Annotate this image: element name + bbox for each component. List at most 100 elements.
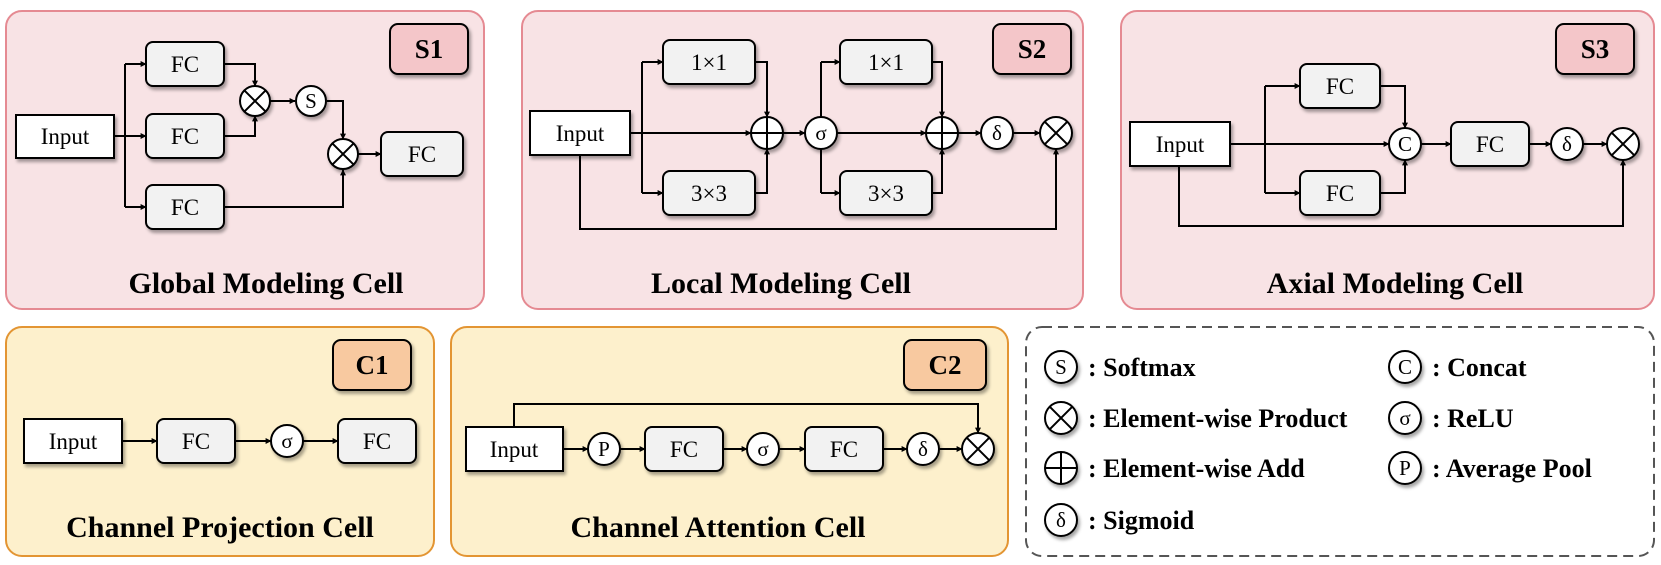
s3-edge-fctop-concat: [1380, 85, 1408, 129]
s2-conv1b-label: 1×1: [868, 50, 904, 75]
s1-product1-op: [239, 85, 271, 117]
legend-item-add: : Element-wise Add: [1044, 451, 1305, 485]
s3-sigmoid-op: δ: [1550, 127, 1584, 161]
tag-c2-label: C2: [929, 350, 962, 380]
c2-fc2-label: FC: [830, 437, 858, 462]
tag-c1: [332, 339, 412, 391]
s3-input-node: [1129, 121, 1231, 167]
s2-edge-conv1b-add2: [932, 61, 945, 118]
s2-edges: [579, 59, 1059, 230]
s2-add2-op: [925, 116, 959, 150]
s1-softmax-op: S: [295, 85, 327, 117]
c2-fc2-node: [804, 426, 884, 472]
s2-sigmoid-symbol: δ: [992, 121, 1002, 145]
c1-relu-op: σ: [270, 424, 304, 458]
c1-input-node: [23, 418, 123, 464]
s2-conv1b-node: [839, 39, 933, 85]
s1-edges: [114, 61, 382, 210]
legend-sigmoid-symbol: δ: [1056, 508, 1066, 532]
panel-c2: C2 Channel Attention Cell Input FC FC P …: [450, 326, 1009, 557]
s2-conv3b-label: 3×3: [868, 181, 904, 206]
s2-conv3a-label: 3×3: [691, 181, 727, 206]
s2-input-node: [529, 110, 631, 156]
tag-c2: [903, 339, 987, 391]
s1-product2-op: [327, 138, 359, 170]
s3-edges: [1178, 83, 1626, 227]
tag-s1-label: S1: [415, 34, 444, 64]
s1-edge-fc2-product: [224, 115, 258, 137]
s2-relu-op: σ: [804, 116, 838, 150]
softmax-icon: [1044, 350, 1078, 384]
concat-icon: [1388, 350, 1422, 384]
legend-item-sigmoid: δ : Sigmoid: [1044, 503, 1195, 537]
s3-concat-symbol: C: [1398, 132, 1412, 156]
c2-relu-symbol: σ: [757, 437, 768, 461]
s1-fc1-label: FC: [171, 52, 199, 77]
c2-product-op: [961, 432, 995, 466]
panel-c2-title: Channel Attention Cell: [570, 511, 865, 544]
s1-edge-fc1-product: [224, 63, 258, 87]
panel-c2-background: [450, 326, 1009, 557]
c2-edges: [513, 403, 981, 452]
s1-fc1-node: [145, 41, 225, 87]
legend-item-pool: P : Average Pool: [1388, 451, 1592, 485]
panel-s3-title: Axial Modeling Cell: [1267, 267, 1524, 300]
legend-item-concat: C : Concat: [1388, 350, 1527, 384]
legend-item-relu: σ : ReLU: [1388, 401, 1514, 435]
tag-c1-label: C1: [356, 350, 389, 380]
panel-c1: C1 Channel Projection Cell Input FC FC σ: [5, 326, 435, 557]
s1-edge-softmax-product2: [327, 100, 346, 140]
legend: S : Softmax : Element-wise Product : Ele…: [1025, 326, 1655, 557]
legend-concat-symbol: C: [1398, 355, 1412, 379]
s1-fc-out-node: [380, 131, 464, 177]
c2-pool-op: P: [587, 432, 621, 466]
s2-product-op: [1039, 116, 1073, 150]
panel-s3-background: [1120, 10, 1655, 310]
c1-relu-symbol: σ: [281, 429, 292, 453]
legend-pool-symbol: P: [1399, 456, 1411, 480]
c2-fc1-node: [644, 426, 724, 472]
tag-s2-label: S2: [1018, 34, 1047, 64]
c1-fc1-label: FC: [182, 429, 210, 454]
s1-input-node: [15, 114, 115, 159]
c2-pool-symbol: P: [598, 437, 610, 461]
s1-fc-out-label: FC: [408, 142, 436, 167]
panel-c1-title: Channel Projection Cell: [66, 511, 374, 544]
legend-softmax-label: : Softmax: [1088, 353, 1196, 382]
s2-sigmoid-op: δ: [980, 116, 1014, 150]
legend-relu-symbol: σ: [1399, 406, 1410, 430]
panel-s1-title: Global Modeling Cell: [128, 267, 403, 300]
s3-edge-skip: [1178, 159, 1626, 227]
c2-relu-op: σ: [746, 432, 780, 466]
s1-input-label: Input: [41, 124, 90, 149]
legend-sigmoid-label: : Sigmoid: [1088, 506, 1195, 535]
c2-sigmoid-symbol: δ: [918, 437, 928, 461]
s2-edge-conv3a-add1: [755, 148, 770, 194]
s1-fc3-node: [145, 184, 225, 230]
s1-fc2-label: FC: [171, 124, 199, 149]
s3-concat-op: C: [1388, 127, 1422, 161]
c1-input-label: Input: [49, 429, 98, 454]
tag-s3: [1555, 23, 1635, 75]
s3-input-label: Input: [1156, 132, 1205, 157]
tag-s1: [389, 23, 469, 75]
c2-input-node: [465, 426, 564, 472]
panel-s3: S3 Axial Modeling Cell Input FC FC FC C: [1120, 10, 1655, 310]
c2-edge-skip: [513, 403, 981, 434]
s3-fc-top-node: [1299, 63, 1381, 109]
s2-edge-conv3b-add2: [932, 148, 945, 194]
legend-relu-label: : ReLU: [1432, 404, 1514, 433]
c1-fc1-node: [156, 418, 236, 464]
legend-item-softmax: S : Softmax: [1044, 350, 1196, 384]
s1-fc2-node: [145, 113, 225, 159]
s3-fc-out-node: [1450, 121, 1530, 167]
s3-fc-out-label: FC: [1476, 132, 1504, 157]
s2-edge-conv1a-add1: [755, 61, 770, 118]
legend-pool-label: : Average Pool: [1432, 454, 1592, 483]
c2-fc1-label: FC: [670, 437, 698, 462]
panel-s2-title: Local Modeling Cell: [651, 267, 911, 300]
s2-relu-symbol: σ: [815, 121, 826, 145]
s3-sigmoid-symbol: δ: [1562, 132, 1572, 156]
pool-icon: [1388, 451, 1422, 485]
